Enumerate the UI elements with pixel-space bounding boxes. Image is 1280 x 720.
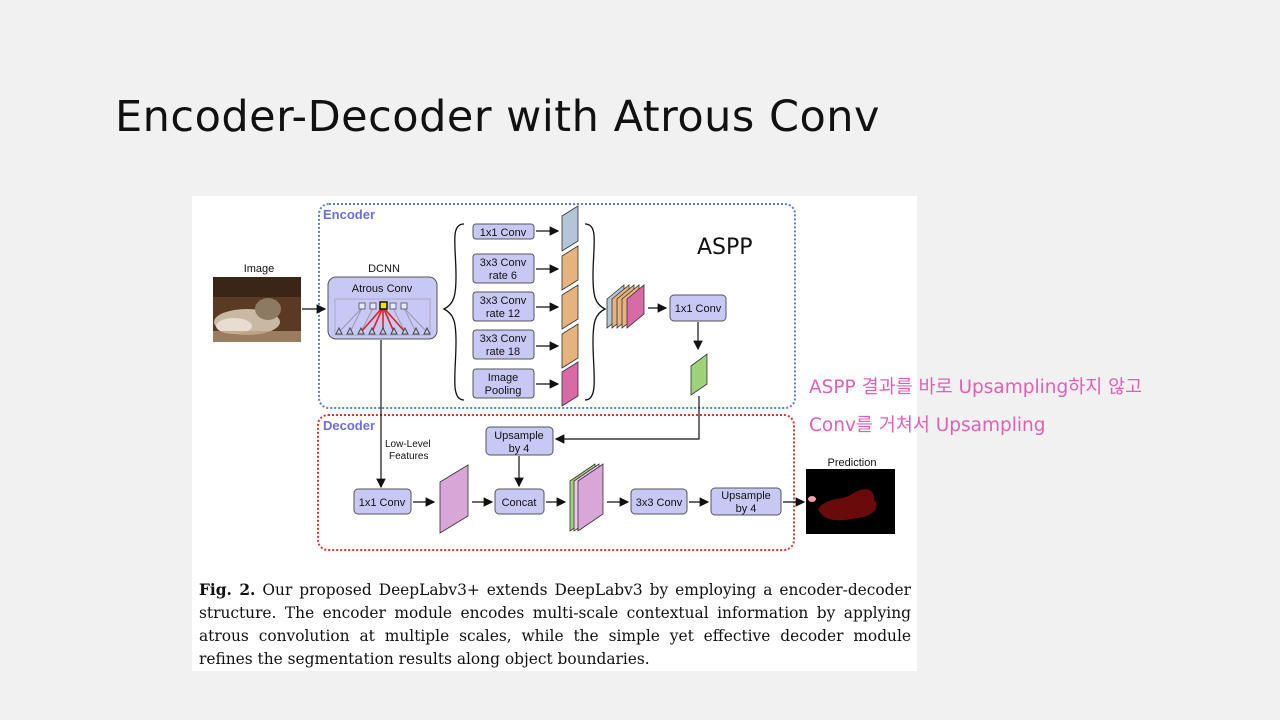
decoder-3x3-conv-label: 3x3 Conv [636,497,683,509]
note-line-1: ASPP 결과를 바로 Upsampling하지 않고 [809,377,1143,398]
low-level-label-2: Features [389,451,428,462]
low-level-label-1: Low-Level [385,439,431,450]
decoder-1x1-conv-box [353,488,412,515]
figure-caption: Fig. 2. Our proposed DeepLabv3+ extends … [199,579,911,671]
decoder-upsample1-label-1: Upsample [494,430,544,442]
low-level-feature-map [439,464,469,534]
svg-text:Image: Image [488,372,519,384]
decoder-upsample2-label-1: Upsample [721,490,771,502]
svg-text:rate 6: rate 6 [489,270,517,282]
decoder-upsample2-label-2: by 4 [736,503,757,515]
prediction-mask-image [806,469,895,534]
svg-text:3x3 Conv: 3x3 Conv [480,333,527,345]
svg-text:Pooling: Pooling [485,385,522,397]
decoder-upsample1-box [485,426,554,456]
encoder-region [318,203,796,409]
decoder-upsample1-label-2: by 4 [509,443,530,455]
input-cat-image [213,277,301,342]
image-label: Image [244,263,275,275]
aspp-branch-rate12: 3x3 Conv rate 12 [472,284,579,330]
architecture-diagram: Encoder Decoder Image DCNN Atrous Conv [213,203,895,551]
aspp-annotation: ASPP [697,235,753,260]
decoder-concat-stack [569,463,604,532]
aspp-branch-pooling: Image Pooling [472,361,579,407]
decoder-1x1-conv-label: 1x1 Conv [359,497,406,509]
decoder-3x3-conv-box [630,488,688,515]
note-line-2: Conv를 거쳐서 Upsampling [809,415,1046,436]
encoder-1x1-conv-label: 1x1 Conv [675,303,722,315]
aspp-concat-stack [606,284,645,329]
prediction-label: Prediction [828,457,877,469]
slide-title: Encoder-Decoder with Atrous Conv [115,92,880,142]
concat-box [494,488,545,515]
aspp-branch-1x1: 1x1 Conv [472,205,579,252]
aspp-branch-rate6: 3x3 Conv rate 6 [472,245,579,291]
atrous-conv-label: Atrous Conv [352,283,413,295]
atrous-conv-glyph [334,298,431,336]
encoder-output-feature [690,353,708,396]
aspp-right-brace [584,223,607,401]
dcnn-label: DCNN [368,263,400,275]
aspp-branch-rate18: 3x3 Conv rate 18 [472,323,579,369]
arrow-encoder-to-upsample [554,396,700,444]
svg-text:3x3 Conv: 3x3 Conv [480,295,527,307]
concat-label: Concat [502,497,537,509]
encoder-1x1-conv-box [669,294,727,322]
encoder-label: Encoder [323,207,375,222]
svg-text:rate 12: rate 12 [486,308,520,320]
aspp-left-brace [442,223,465,401]
decoder-upsample2-box [710,487,782,516]
svg-text:1x1 Conv: 1x1 Conv [480,227,527,239]
decoder-region [317,414,795,551]
decoder-label: Decoder [323,418,375,433]
caption-text: Our proposed DeepLabv3+ extends DeepLabv… [199,581,911,668]
svg-text:rate 18: rate 18 [486,346,520,358]
deeplab-figure: Encoder Decoder Image DCNN Atrous Conv [192,196,917,671]
svg-text:3x3 Conv: 3x3 Conv [480,257,527,269]
caption-fig-label: Fig. 2. [199,581,256,599]
